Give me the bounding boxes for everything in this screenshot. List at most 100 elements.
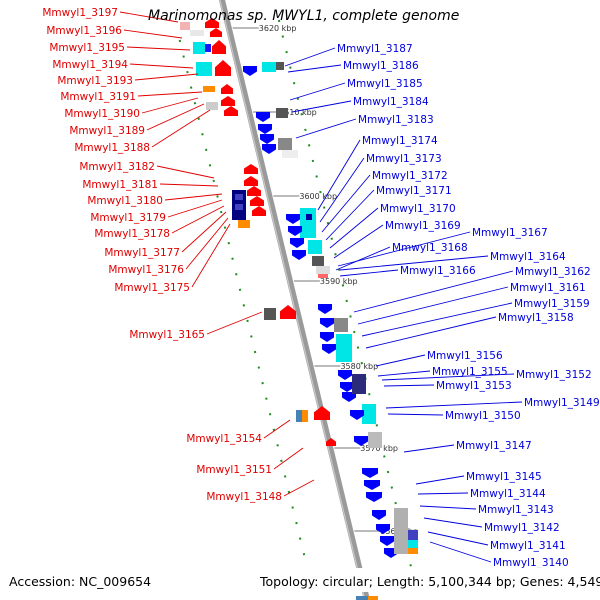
left-label-line xyxy=(129,63,194,69)
gene-feature-box xyxy=(235,194,243,200)
gene-feature-box xyxy=(190,30,204,36)
right-label-line xyxy=(321,174,371,233)
left-gene-label: Mmwyl1_3191 xyxy=(60,91,136,103)
gene-feature-arrow xyxy=(350,410,364,420)
right-label-line xyxy=(419,505,477,510)
right-label-line xyxy=(284,47,336,67)
right-label-line xyxy=(325,189,375,241)
gene-feature-arrow xyxy=(215,60,231,76)
right-label-line xyxy=(319,157,365,223)
left-gene-label: Mmwyl1_3194 xyxy=(52,59,128,71)
right-label-line xyxy=(295,118,357,139)
gene-feature-arrow xyxy=(252,206,266,216)
gene-feature-box xyxy=(318,274,328,278)
right-gene-label: Mmwyl1_3152 xyxy=(516,369,592,381)
right-label-line xyxy=(375,354,426,367)
kbp-label: 3610 kbp xyxy=(279,108,317,117)
left-gene-label: Mmwyl1_3180 xyxy=(87,195,163,207)
left-label-line xyxy=(263,419,291,439)
gene-feature-box xyxy=(180,22,190,30)
left-label-line xyxy=(164,193,223,201)
gene-feature-arrow xyxy=(314,406,330,420)
left-label-line xyxy=(146,103,205,131)
left-gene-label: Mmwyl1_3148 xyxy=(206,491,282,503)
map-title: Marinomonas sp. MWYL1, complete genome xyxy=(148,8,460,24)
left-label-line xyxy=(159,183,219,187)
left-gene-label: Mmwyl1_3190 xyxy=(64,108,140,120)
right-gene-label: Mmwyl1_3183 xyxy=(358,114,434,126)
right-gene-label: Mmwyl1_3147 xyxy=(456,440,532,452)
gene-feature-box xyxy=(262,62,276,72)
gene-feature-arrow xyxy=(258,124,272,134)
right-label-line xyxy=(387,413,444,416)
kbp-label: 3620 kbp xyxy=(259,24,297,33)
left-gene-label: Mmwyl1_3175 xyxy=(114,282,190,294)
gene-feature-box xyxy=(368,432,382,448)
gene-feature-box xyxy=(336,334,352,362)
gene-feature-box xyxy=(352,374,366,394)
right-label-line xyxy=(291,100,352,113)
right-label-line xyxy=(383,384,435,387)
right-gene-label: Mmwyl1_3161 xyxy=(510,282,586,294)
left-label-line xyxy=(123,29,183,39)
gene-feature-arrow xyxy=(318,304,332,314)
left-gene-label: Mmwyl1_3195 xyxy=(49,42,125,54)
gene-feature-box xyxy=(238,220,250,228)
right-gene-label: Mmwyl1_3140 xyxy=(493,557,569,569)
gene-feature-box xyxy=(296,410,302,422)
left-label-line xyxy=(137,91,203,97)
kbp-label: 3580 kbp xyxy=(340,362,378,371)
left-gene-label: Mmwyl1_3177 xyxy=(104,247,180,259)
footer-background xyxy=(0,568,600,592)
gene-feature-arrow xyxy=(342,392,356,402)
right-label-line xyxy=(427,531,489,546)
gene-feature-box xyxy=(276,62,284,70)
accession-text: Accession: NC_009654 xyxy=(9,574,152,589)
right-gene-label: Mmwyl1_3185 xyxy=(347,78,423,90)
right-label-line xyxy=(385,401,523,409)
right-label-line xyxy=(365,316,497,349)
right-label-line xyxy=(353,270,514,313)
right-label-line xyxy=(317,139,361,211)
gene-feature-arrow xyxy=(292,250,306,260)
right-label-line xyxy=(339,255,489,271)
gene-feature-arrow xyxy=(372,510,386,520)
right-label-line xyxy=(403,444,455,453)
right-gene-label: Mmwyl1_3145 xyxy=(466,471,542,483)
kbp-label: 3600 kbp xyxy=(299,192,337,201)
right-gene-label: Mmwyl1_3166 xyxy=(400,265,476,277)
left-label-line xyxy=(283,479,315,497)
right-gene-label: Mmwyl1_3142 xyxy=(484,522,560,534)
gene-feature-arrow xyxy=(362,468,378,478)
gene-feature-box xyxy=(206,102,218,110)
left-label-line xyxy=(141,97,199,114)
left-label-line xyxy=(167,199,223,218)
left-label-line xyxy=(151,109,211,148)
gene-feature-arrow xyxy=(288,226,302,236)
right-label-line xyxy=(333,224,384,259)
gene-feature-arrow xyxy=(376,524,390,534)
right-gene-label: Mmwyl1_3156 xyxy=(427,350,503,362)
right-label-line xyxy=(289,82,346,101)
right-gene-label: Mmwyl1_3150 xyxy=(445,410,521,422)
left-gene-label: Mmwyl1_3197 xyxy=(42,7,118,19)
right-label-line xyxy=(415,475,465,485)
left-gene-label: Mmwyl1_3189 xyxy=(69,125,145,137)
gene-feature-arrow xyxy=(320,318,334,328)
right-label-line xyxy=(377,370,431,377)
right-gene-label: Mmwyl1_3141 xyxy=(490,540,566,552)
left-gene-label: Mmwyl1_3151 xyxy=(196,464,272,476)
right-gene-label: Mmwyl1_3187 xyxy=(337,43,413,55)
right-gene-label: Mmwyl1_3164 xyxy=(490,251,566,263)
left-gene-label: Mmwyl1_3193 xyxy=(57,75,133,87)
gene-feature-box xyxy=(356,596,368,600)
left-label-line xyxy=(156,165,215,179)
gene-feature-arrow xyxy=(280,305,296,319)
left-label-line xyxy=(181,211,227,253)
left-gene-label: Mmwyl1_3176 xyxy=(108,264,184,276)
gene-feature-box xyxy=(228,176,238,182)
gene-feature-arrow xyxy=(205,18,219,28)
gene-feature-arrow xyxy=(262,144,276,154)
